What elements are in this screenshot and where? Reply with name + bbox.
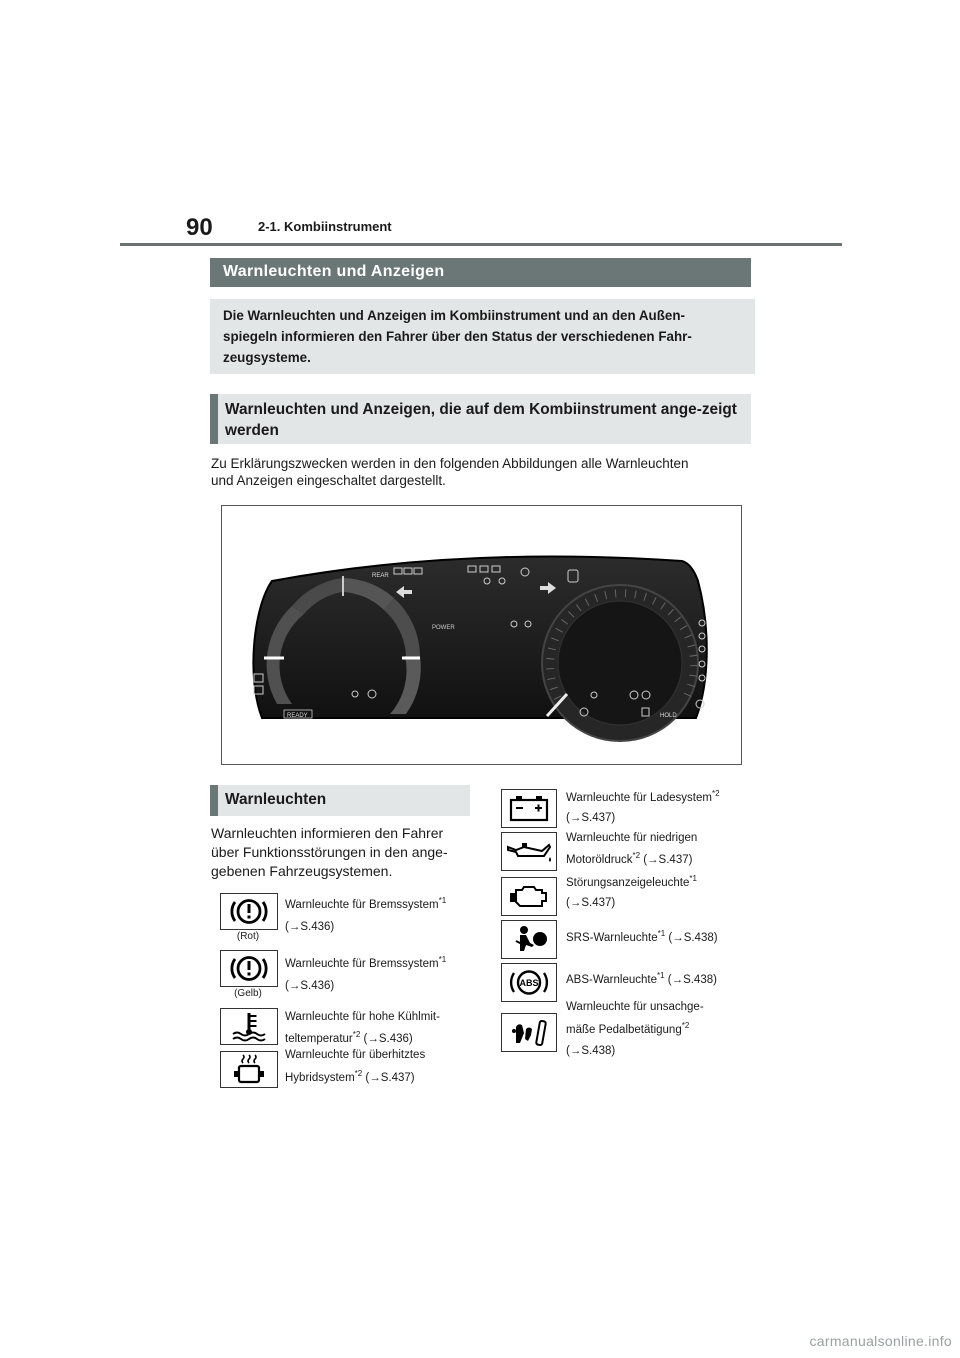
cluster-text-line2: und Anzeigen eingeschaltet dargestellt. bbox=[211, 473, 446, 488]
rear-label: REAR bbox=[372, 573, 389, 579]
check-engine-box bbox=[501, 877, 557, 916]
hold-label: HOLD bbox=[660, 713, 677, 719]
pedal-line3: (→S.438) bbox=[566, 1045, 616, 1057]
pedal-misuse-box bbox=[501, 1013, 557, 1052]
srs-line1: SRS-Warnleuchte*1 (→S.438) bbox=[566, 929, 718, 944]
power-label: POWER bbox=[432, 625, 455, 631]
instrument-cluster-illustration: REAR POWER READY HOLD bbox=[252, 555, 708, 742]
oil-line1: Warnleuchte für niedrigen bbox=[566, 832, 698, 844]
warnings-text-line2: über Funktionsstörungen in den ange- bbox=[211, 844, 448, 860]
abs-icon: ABS bbox=[509, 970, 549, 995]
abs-line1: ABS-Warnleuchte*1 (→S.438) bbox=[566, 971, 717, 986]
srs-airbag-box bbox=[501, 920, 557, 959]
abs-box: ABS bbox=[501, 963, 557, 1002]
right-turn-arrow-icon bbox=[540, 582, 556, 594]
pedal-line2: mäße Pedalbetätigung*2 bbox=[566, 1021, 690, 1036]
oil-pressure-box bbox=[501, 832, 557, 871]
brake-warning-icon bbox=[230, 956, 268, 981]
color-label-yellow: (Gelb) bbox=[234, 988, 262, 999]
pedal-line1: Warnleuchte für unsachge- bbox=[566, 1001, 704, 1013]
page-number: 90 bbox=[186, 214, 213, 241]
warnings-text-line1: Warnleuchten informieren den Fahrer bbox=[211, 825, 444, 841]
cluster-section-heading: Warnleuchten und Anzeigen, die auf dem K… bbox=[225, 401, 737, 439]
battery-charge-icon bbox=[509, 796, 549, 822]
srs-airbag-icon bbox=[515, 926, 547, 951]
coolant-line2: teltemperatur*2 (→S.436) bbox=[285, 1030, 413, 1045]
coolant-line1: Warnleuchte für hohe Kühlmit- bbox=[285, 1011, 440, 1023]
brake-warning-icon bbox=[230, 899, 268, 924]
warnings-heading: Warnleuchten bbox=[225, 791, 327, 808]
color-label-red: (Rot) bbox=[236, 931, 260, 942]
power-gauge bbox=[264, 576, 421, 714]
section-title: 2-1. Kombiinstrument bbox=[258, 219, 392, 234]
brake-warning-yellow-box bbox=[220, 950, 278, 987]
brake-yellow-line1: Warnleuchte für Bremssystem*1 bbox=[285, 955, 447, 970]
hybrid-line1: Warnleuchte für überhitztes bbox=[285, 1049, 426, 1061]
header-rule bbox=[120, 243, 842, 246]
brake-red-line2: (→S.436) bbox=[285, 921, 335, 933]
cluster-section-heading-box: Warnleuchten und Anzeigen, die auf dem K… bbox=[210, 394, 751, 444]
check-engine-line1: Störungsanzeigeleuchte*1 bbox=[566, 874, 697, 889]
cluster-text-line1: Zu Erklärungszwecken werden in den folge… bbox=[211, 456, 689, 471]
speed-gauge bbox=[541, 584, 699, 742]
ready-label: READY bbox=[287, 713, 308, 719]
check-engine-icon bbox=[510, 886, 547, 907]
hybrid-overheat-box bbox=[220, 1051, 278, 1088]
main-heading-bar: Warnleuchten und Anzeigen bbox=[210, 258, 751, 287]
hybrid-line2: Hybridsystem*2 (→S.437) bbox=[285, 1069, 415, 1084]
pedal-misuse-icon bbox=[512, 1019, 547, 1047]
charge-line1: Warnleuchte für Ladesystem*2 bbox=[566, 789, 720, 804]
main-heading: Warnleuchten und Anzeigen bbox=[223, 263, 445, 280]
brake-yellow-line2: (→S.436) bbox=[285, 980, 335, 992]
hybrid-overheat-icon bbox=[234, 1054, 264, 1084]
battery-charge-box bbox=[501, 789, 557, 828]
abs-icon-text: ABS bbox=[519, 978, 538, 988]
warnings-heading-box: Warnleuchten bbox=[210, 785, 470, 816]
oil-pressure-icon bbox=[507, 843, 552, 862]
left-turn-arrow-icon bbox=[396, 586, 412, 598]
coolant-temp-icon bbox=[232, 1013, 266, 1042]
intro-text: Die Warnleuchten und Anzeigen im Kombiin… bbox=[223, 308, 692, 365]
watermark: carmanualsonline.info bbox=[809, 1333, 952, 1349]
warnings-text-line3: gebenen Fahrzeugsystemen. bbox=[211, 863, 393, 879]
oil-line2: Motoröldruck*2 (→S.437) bbox=[566, 851, 693, 866]
coolant-temp-box bbox=[220, 1008, 278, 1045]
check-engine-line2: (→S.437) bbox=[566, 897, 616, 909]
brake-red-line1: Warnleuchte für Bremssystem*1 bbox=[285, 896, 447, 911]
charge-line2: (→S.437) bbox=[566, 812, 616, 824]
instrument-cluster-figure: REAR POWER READY HOLD bbox=[221, 505, 742, 765]
brake-warning-red-box bbox=[220, 893, 278, 930]
intro-box: Die Warnleuchten und Anzeigen im Kombiin… bbox=[210, 299, 755, 374]
